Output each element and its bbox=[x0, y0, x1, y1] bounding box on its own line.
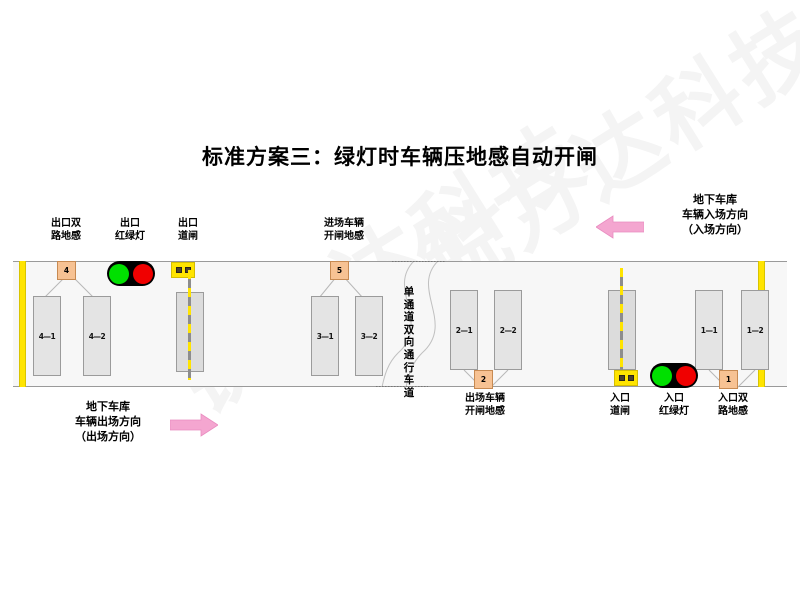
label-exit-traffic-light: 出口 红绿灯 bbox=[115, 218, 145, 242]
vehicle-1-1: 1—1 bbox=[695, 290, 723, 370]
barrier-gate-exit-arm bbox=[188, 270, 191, 380]
label-exit-dual-loop: 出口双 路地感 bbox=[51, 218, 81, 242]
sensor-entering-open-loop[interactable]: 5 bbox=[330, 261, 349, 280]
arrow-left-icon bbox=[596, 215, 644, 239]
lane-char: 行 bbox=[403, 361, 415, 374]
vehicle-2-1: 2—1 bbox=[450, 290, 478, 370]
sensor-exit-dual-loop[interactable]: 4 bbox=[57, 261, 76, 280]
bidirectional-lane-marking bbox=[376, 261, 446, 387]
lane-char: 道 bbox=[403, 311, 415, 324]
lane-char: 通 bbox=[403, 298, 415, 311]
gate-indicator-icon bbox=[627, 375, 634, 381]
traffic-light-entry[interactable] bbox=[650, 363, 698, 388]
lane-char: 双 bbox=[403, 323, 415, 336]
vehicle-1-2: 1—2 bbox=[741, 290, 769, 370]
barrier-gate-entry-housing bbox=[614, 370, 638, 386]
sensor-exiting-open-loop[interactable]: 2 bbox=[474, 370, 493, 389]
label-entry-dual-loop: 入口双 路地感 bbox=[718, 393, 748, 417]
label-exit-barrier: 出口 道闸 bbox=[178, 218, 198, 242]
label-entering-open-loop: 进场车辆 开闸地感 bbox=[324, 218, 364, 242]
label-exiting-open-loop: 出场车辆 开闸地感 bbox=[465, 393, 505, 417]
green-bulb-icon bbox=[109, 263, 129, 284]
arrow-right-icon bbox=[170, 413, 218, 437]
red-bulb-icon bbox=[133, 263, 153, 284]
vehicle-2-2: 2—2 bbox=[494, 290, 522, 370]
curb-left bbox=[19, 261, 26, 387]
vehicle-3-2: 3—2 bbox=[355, 296, 383, 376]
bidirectional-lane-label: 单 通 道 双 向 通 行 车 道 bbox=[402, 286, 416, 399]
lane-char: 车 bbox=[403, 374, 415, 387]
barrier-gate-exit-housing bbox=[171, 262, 195, 278]
lane-char: 单 bbox=[403, 286, 415, 298]
label-entry-barrier: 入口 道闸 bbox=[610, 393, 630, 417]
gate-indicator-icon bbox=[618, 375, 625, 381]
direction-exit-text: 地下车库 车辆出场方向 （出场方向） bbox=[75, 400, 141, 443]
lane-char: 道 bbox=[403, 386, 415, 399]
vehicle-4-1: 4—1 bbox=[33, 296, 61, 376]
traffic-light-exit[interactable] bbox=[107, 261, 155, 286]
vehicle-3-1: 3—1 bbox=[311, 296, 339, 376]
gate-indicator-icon bbox=[175, 267, 182, 273]
vehicle-4-2: 4—2 bbox=[83, 296, 111, 376]
direction-entry-text: 地下车库 车辆入场方向 （入场方向） bbox=[682, 193, 748, 236]
lane-char: 向 bbox=[403, 336, 415, 349]
label-entry-traffic-light: 入口 红绿灯 bbox=[659, 393, 689, 417]
lane-char: 通 bbox=[403, 348, 415, 361]
barrier-gate-entry-arm bbox=[620, 268, 623, 378]
red-bulb-icon bbox=[676, 365, 696, 386]
page-title: 标准方案三：绿灯时车辆压地感自动开闸 bbox=[202, 144, 598, 169]
green-bulb-icon bbox=[652, 365, 672, 386]
sensor-entry-dual-loop[interactable]: 1 bbox=[719, 370, 738, 389]
